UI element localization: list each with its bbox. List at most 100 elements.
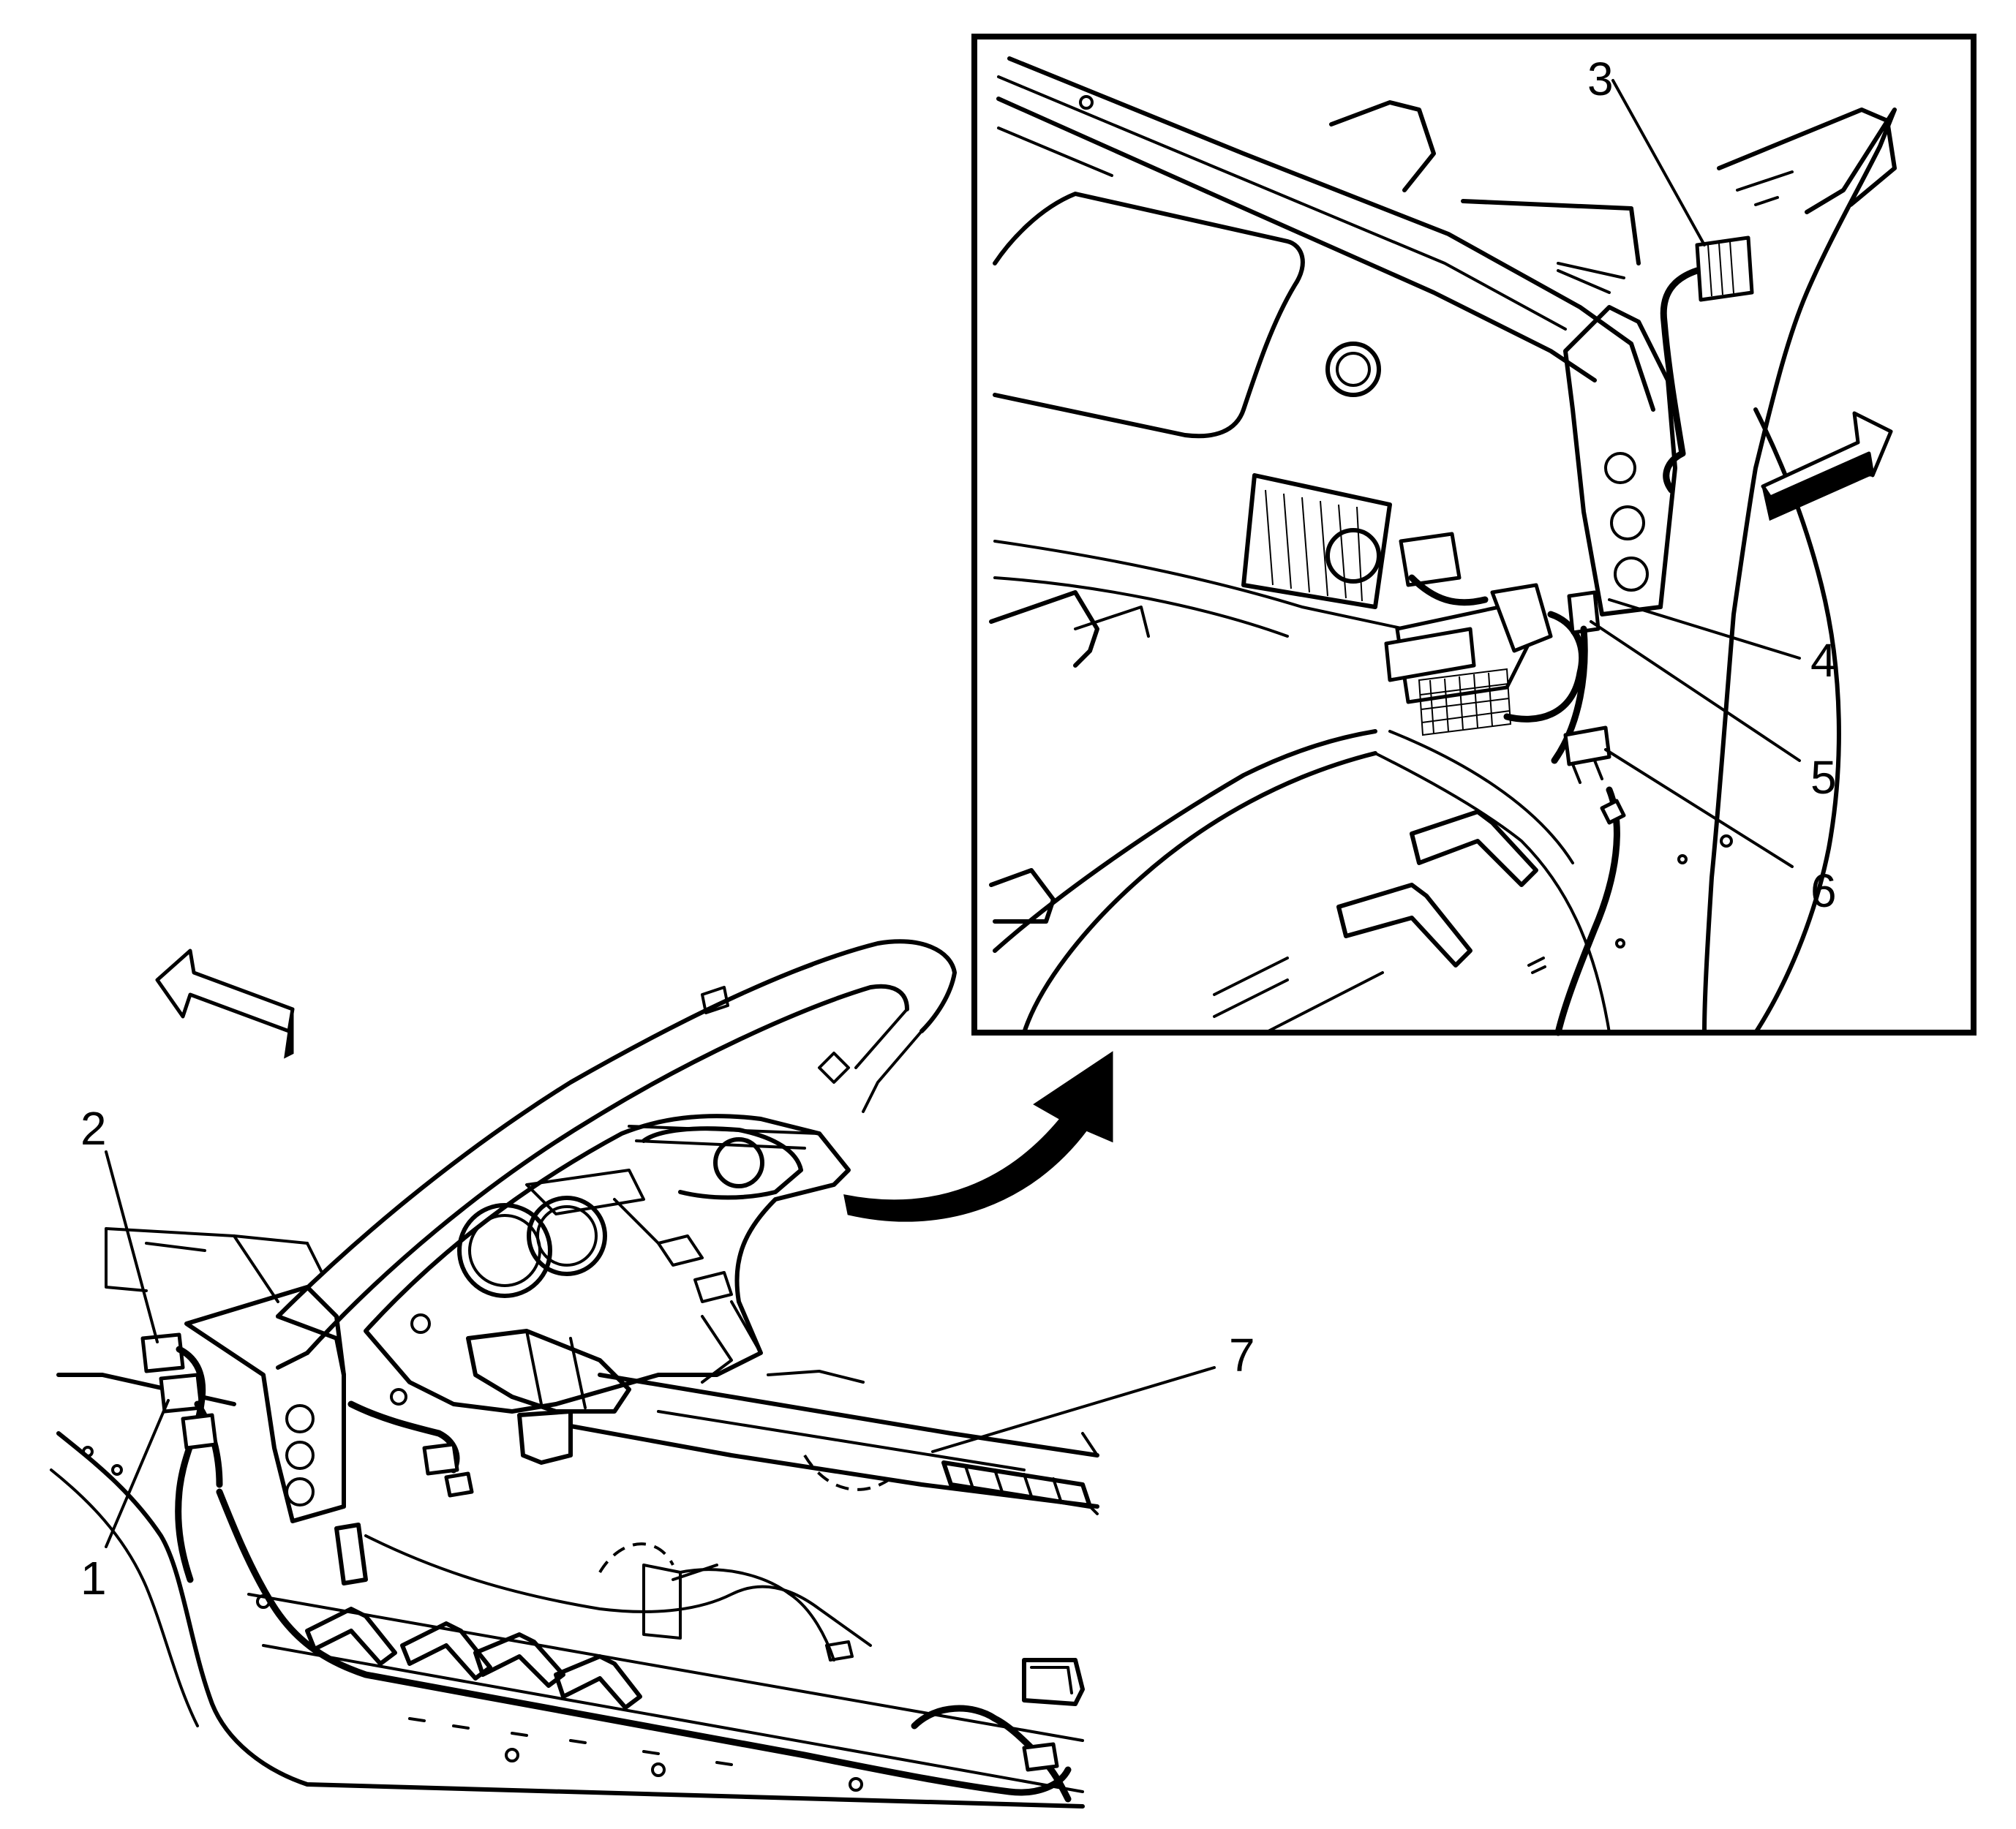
inset-vent-louvers xyxy=(1265,489,1363,602)
main-sill-hole-3 xyxy=(849,1777,863,1792)
main-connector-ip-1 xyxy=(422,1442,459,1476)
main-body-dot-2 xyxy=(111,1464,123,1476)
main-hinge-pillar xyxy=(184,1285,346,1523)
inset-cowl-edge xyxy=(997,75,1567,331)
main-arrow-outline xyxy=(155,949,295,1033)
main-floor-rib-1 xyxy=(305,1607,397,1666)
inset-body-side xyxy=(1702,108,1897,1035)
inset-dot-1 xyxy=(1677,854,1688,864)
main-gauge-left xyxy=(457,1203,552,1298)
leader-6 xyxy=(1604,748,1794,868)
main-console-front xyxy=(767,1370,865,1384)
main-ip-brackets xyxy=(657,1234,733,1303)
inset-bolt-hole xyxy=(1079,95,1094,110)
inset-connector-upper xyxy=(1399,532,1462,587)
main-ip-right xyxy=(701,1300,762,1384)
inset-dash-lower-2 xyxy=(993,576,1289,638)
inset-pillar-hole-1 xyxy=(1604,452,1636,484)
main-gauge-left-ring xyxy=(468,1214,541,1287)
inset-arrow-shadow xyxy=(1761,451,1874,521)
inset-clip xyxy=(1600,799,1626,825)
inset-floor-channel-2 xyxy=(1264,971,1384,1034)
main-windshield-right xyxy=(854,1008,923,1113)
main-floor-dashed xyxy=(598,1542,674,1574)
leader-4 xyxy=(1608,598,1801,660)
main-gauge-right-ring xyxy=(536,1205,598,1267)
main-sill-line xyxy=(247,1593,1084,1793)
main-console-upper xyxy=(598,1373,1099,1457)
main-gauge-right xyxy=(527,1196,607,1276)
callout-5: 5 xyxy=(1810,751,1837,804)
main-floor-tunnel xyxy=(364,1534,872,1647)
inset-dash-lower xyxy=(993,540,1406,630)
main-connector-2 xyxy=(140,1332,185,1373)
inset-pillar-hole-3 xyxy=(1614,557,1649,592)
inset-sill-harness xyxy=(1554,786,1620,1036)
inset-floor-rib-2 xyxy=(1336,883,1472,968)
inset-dot-3 xyxy=(1615,938,1625,949)
main-left-body-outer xyxy=(56,1431,1085,1809)
main-windshield-clip-2 xyxy=(818,1052,850,1084)
main-body-dot-1 xyxy=(82,1446,94,1457)
main-a-pillar xyxy=(276,1314,346,1377)
main-connector-ip-2 xyxy=(444,1471,474,1498)
inset-harness xyxy=(1408,574,1586,723)
inset-pillar xyxy=(1717,108,1897,207)
inset-crossbar xyxy=(1557,262,1625,294)
callout-7: 7 xyxy=(1229,1329,1255,1381)
main-rear-connector xyxy=(1022,1742,1059,1772)
main-arrow-shadow xyxy=(284,1008,294,1059)
inset-left-tab xyxy=(989,868,1056,924)
inset-grille xyxy=(1418,668,1512,736)
inset-connector-block xyxy=(1384,627,1476,682)
inset-pillar-hole-2 xyxy=(1610,505,1645,540)
main-harness-left xyxy=(175,1346,206,1583)
detail-inset xyxy=(971,34,1976,1036)
main-left-body-line xyxy=(50,1468,199,1727)
leader-5 xyxy=(1590,620,1801,762)
main-rear-bracket xyxy=(1022,1658,1085,1706)
leader-1 xyxy=(105,1399,170,1548)
main-pillar-hole-2 xyxy=(285,1477,315,1506)
curved-arrow-shape xyxy=(843,1051,1113,1222)
front-direction-arrow-icon xyxy=(155,949,295,1059)
inset-cowl-upper xyxy=(1007,56,1655,412)
inset-grommet xyxy=(1325,342,1381,397)
inset-rear-panel xyxy=(1329,100,1436,192)
inset-floor-tunnel xyxy=(1374,752,1611,1034)
main-sill-hole-2 xyxy=(651,1762,666,1777)
main-floor-rib-4 xyxy=(554,1654,642,1710)
inset-left-tab-3 xyxy=(1074,606,1150,638)
leader-2 xyxy=(105,1150,159,1343)
inset-floor-slot xyxy=(1527,957,1546,974)
main-rear-harness xyxy=(911,1705,1072,1803)
front-direction-arrow-icon xyxy=(1761,411,1893,521)
inset-grommet-inner xyxy=(1336,352,1371,387)
inset-connector-3 xyxy=(1695,235,1754,302)
main-floor-slot xyxy=(825,1640,854,1662)
main-pillar-hole-1 xyxy=(285,1441,315,1470)
main-ip-lower-detail xyxy=(525,1330,587,1409)
main-rear-bracket-detail xyxy=(1030,1666,1073,1694)
main-connector-block-left xyxy=(181,1413,218,1450)
main-pillar-hole-3 xyxy=(285,1404,315,1433)
callout-4: 4 xyxy=(1810,634,1837,687)
callout-2: 2 xyxy=(80,1102,107,1155)
main-sill-harness xyxy=(216,1488,1072,1796)
main-sill-dashes xyxy=(408,1717,733,1766)
callout-6: 6 xyxy=(1810,864,1837,917)
main-left-panel-2 xyxy=(145,1234,323,1303)
inset-dash-opening xyxy=(993,192,1305,439)
main-console-end xyxy=(1081,1432,1099,1515)
main-windshield-frame-outer xyxy=(276,939,957,1319)
inset-vent-housing xyxy=(1241,473,1392,609)
main-sill-hole-1 xyxy=(505,1748,519,1762)
leader-3 xyxy=(1611,79,1706,246)
inset-floor-channel xyxy=(1213,957,1289,1018)
main-windshield-bead xyxy=(650,964,813,1040)
inset-harness-3 xyxy=(1660,267,1701,494)
main-steering-column xyxy=(525,1169,660,1245)
inset-cowl-inner xyxy=(997,127,1113,177)
